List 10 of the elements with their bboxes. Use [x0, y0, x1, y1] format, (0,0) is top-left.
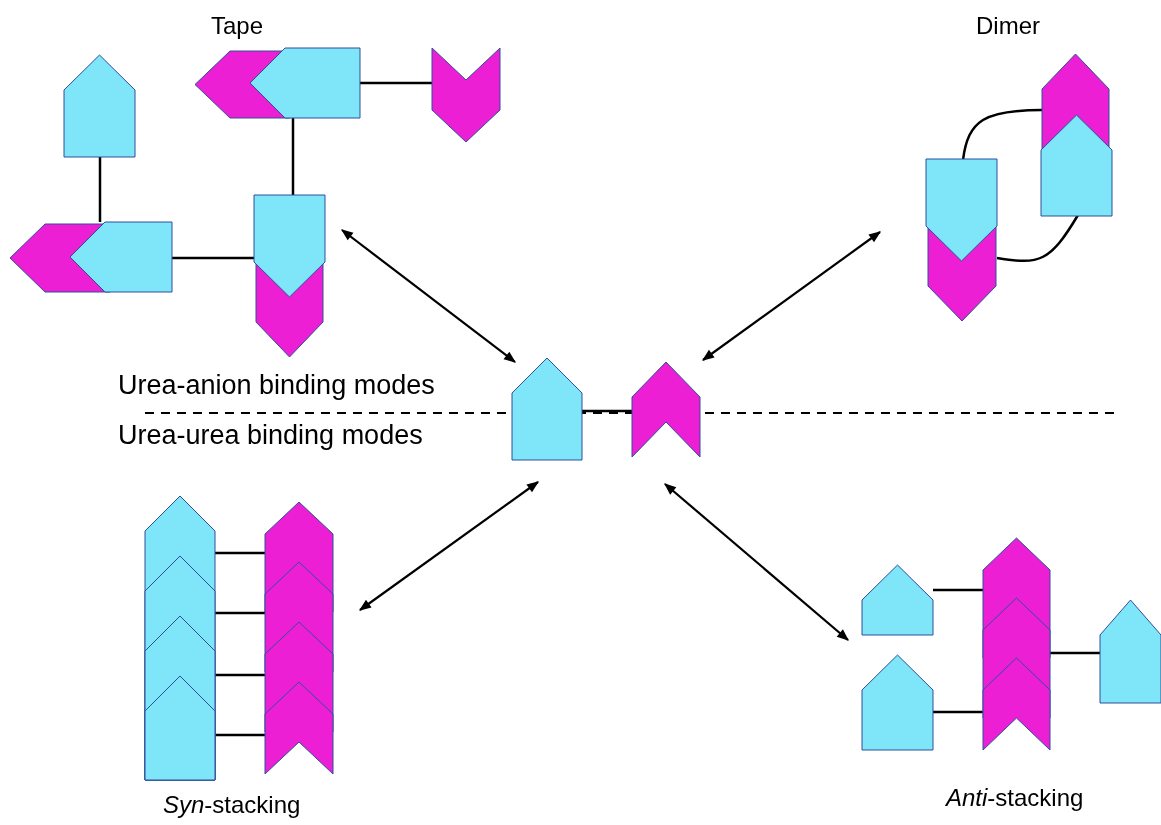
double-headed-arrow — [359, 481, 539, 611]
region-label: Urea-anion binding modes — [118, 370, 435, 401]
mode-title: Tape — [211, 12, 264, 40]
mode-title: Dimer — [976, 12, 1040, 40]
double-headed-arrow — [341, 229, 516, 363]
mode-title: Anti-stacking — [946, 784, 1084, 812]
double-headed-arrow — [702, 231, 881, 361]
double-headed-arrow — [664, 483, 849, 641]
region-label: Urea-urea binding modes — [118, 420, 423, 451]
mode-title: Syn-stacking — [163, 791, 301, 819]
